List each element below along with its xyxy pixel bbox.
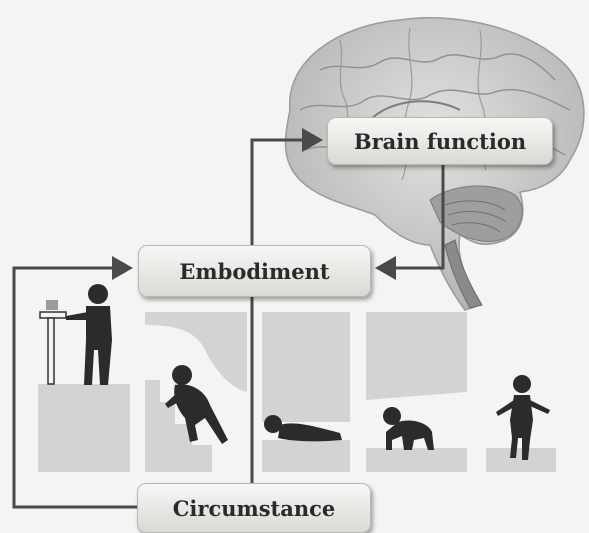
circumstance-node: Circumstance (137, 483, 371, 533)
panel-baby-crawling-prone (262, 312, 350, 472)
brain-function-label: Brain function (354, 129, 526, 154)
brain-function-node: Brain function (327, 117, 553, 165)
toddler-walking-silhouette (496, 375, 550, 460)
panel-child-at-table (38, 384, 130, 472)
child-at-table-silhouette (40, 284, 112, 385)
panel-toddler-walking (486, 448, 556, 472)
embodiment-label: Embodiment (179, 259, 329, 284)
circumstance-label: Circumstance (173, 496, 336, 521)
panel-baby-crawling (366, 312, 467, 472)
baby-crawling-silhouette (383, 407, 434, 450)
embodiment-node: Embodiment (138, 245, 371, 297)
